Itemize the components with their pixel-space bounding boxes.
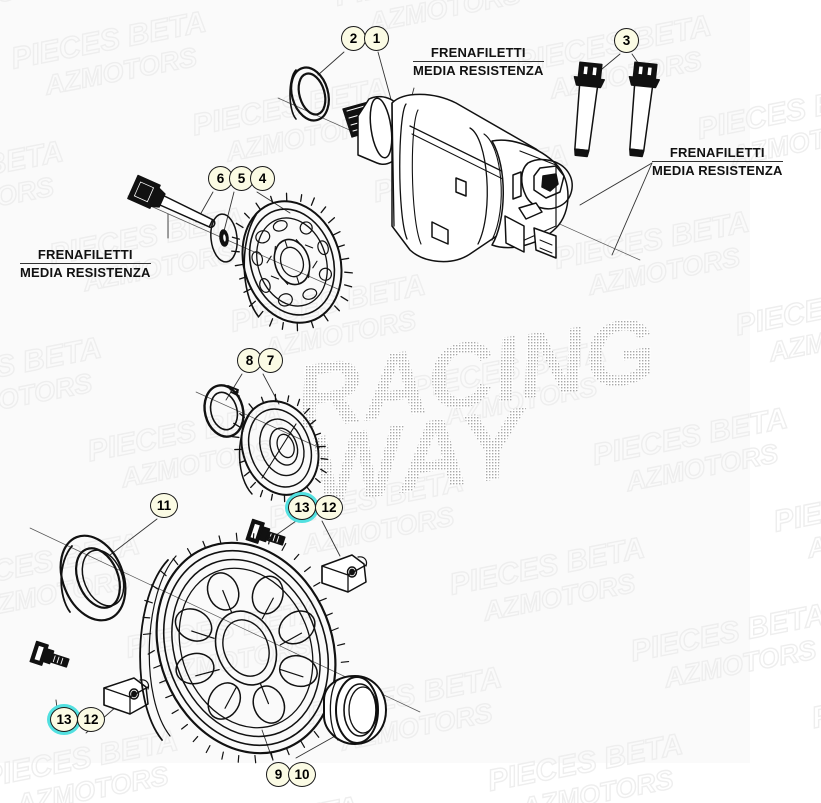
callout-8[interactable]: 8: [237, 348, 262, 373]
part-flat-washer: [210, 213, 238, 263]
note-line-2: MEDIA RESISTENZA: [20, 265, 151, 280]
callout-3[interactable]: 3: [614, 28, 639, 53]
callout-6[interactable]: 6: [208, 166, 233, 191]
callout-12-upper[interactable]: 12: [315, 495, 343, 520]
callout-bubble[interactable]: 12: [77, 707, 105, 732]
part-idler-gear: [231, 393, 329, 503]
callout-bubble[interactable]: 10: [288, 762, 316, 787]
callout-label: 12: [83, 711, 99, 727]
callout-bubble[interactable]: 7: [258, 348, 283, 373]
callout-bubble[interactable]: 2: [341, 26, 366, 51]
note-frenafiletti-left: FRENAFILETTI MEDIA RESISTENZA: [20, 247, 151, 280]
note-line-1: FRENAFILETTI: [652, 145, 783, 162]
callout-label: 6: [216, 170, 225, 186]
part-spacer-collar: [323, 675, 387, 745]
part-circlip: [203, 384, 245, 438]
callout-bubble[interactable]: 12: [315, 495, 343, 520]
callout-bubble[interactable]: 8: [237, 348, 262, 373]
note-frenafiletti-right: FRENAFILETTI MEDIA RESISTENZA: [652, 145, 783, 178]
part-starter-clutch-gear: [231, 192, 353, 332]
callout-label: 10: [294, 766, 310, 782]
callout-1[interactable]: 1: [364, 26, 389, 51]
part-pickup-screw-lower: [29, 640, 70, 668]
callout-10[interactable]: 10: [288, 762, 316, 787]
callout-bubble[interactable]: 4: [250, 166, 275, 191]
callout-bubble[interactable]: 5: [229, 166, 254, 191]
callout-7[interactable]: 7: [258, 348, 283, 373]
callout-11[interactable]: 11: [150, 493, 178, 518]
part-o-ring: [289, 66, 330, 122]
callout-label: 7: [266, 352, 275, 368]
part-hex-flange-bolt: [127, 174, 216, 229]
callout-bubble[interactable]: 13: [50, 707, 78, 732]
callout-label: 12: [321, 499, 337, 515]
callout-bubble[interactable]: 6: [208, 166, 233, 191]
callout-13-upper[interactable]: 13: [288, 495, 316, 520]
callout-label: 11: [156, 497, 172, 513]
part-bearing-11: [59, 534, 127, 622]
callout-13-lower[interactable]: 13: [50, 707, 78, 732]
callout-bubble[interactable]: 13: [288, 495, 316, 520]
part-pickup-plate-upper: [321, 554, 368, 593]
callout-12-lower[interactable]: 12: [77, 707, 105, 732]
callout-2[interactable]: 2: [341, 26, 366, 51]
leader-lines: [55, 51, 653, 759]
note-line-1: FRENAFILETTI: [413, 45, 544, 62]
callout-label: 5: [237, 170, 246, 186]
callout-label: 1: [372, 30, 381, 46]
note-frenafiletti-top: FRENAFILETTI MEDIA RESISTENZA: [413, 45, 544, 78]
note-line-2: MEDIA RESISTENZA: [652, 163, 783, 178]
callout-label: 9: [274, 766, 283, 782]
part-starter-motor: [342, 93, 573, 263]
callout-label: 13: [56, 711, 72, 727]
callout-9[interactable]: 9: [266, 762, 291, 787]
callout-bubble[interactable]: 9: [266, 762, 291, 787]
note-line-1: FRENAFILETTI: [20, 247, 151, 264]
callout-bubble[interactable]: 3: [614, 28, 639, 53]
callout-label: 13: [294, 499, 310, 515]
callout-label: 3: [622, 32, 631, 48]
callout-5[interactable]: 5: [229, 166, 254, 191]
note-line-2: MEDIA RESISTENZA: [413, 63, 544, 78]
callout-label: 8: [245, 352, 254, 368]
callout-label: 4: [258, 170, 267, 186]
callout-bubble[interactable]: 11: [150, 493, 178, 518]
callout-label: 2: [349, 30, 358, 46]
callout-4[interactable]: 4: [250, 166, 275, 191]
part-flange-bolt-pair: [573, 61, 661, 158]
callout-bubble[interactable]: 1: [364, 26, 389, 51]
